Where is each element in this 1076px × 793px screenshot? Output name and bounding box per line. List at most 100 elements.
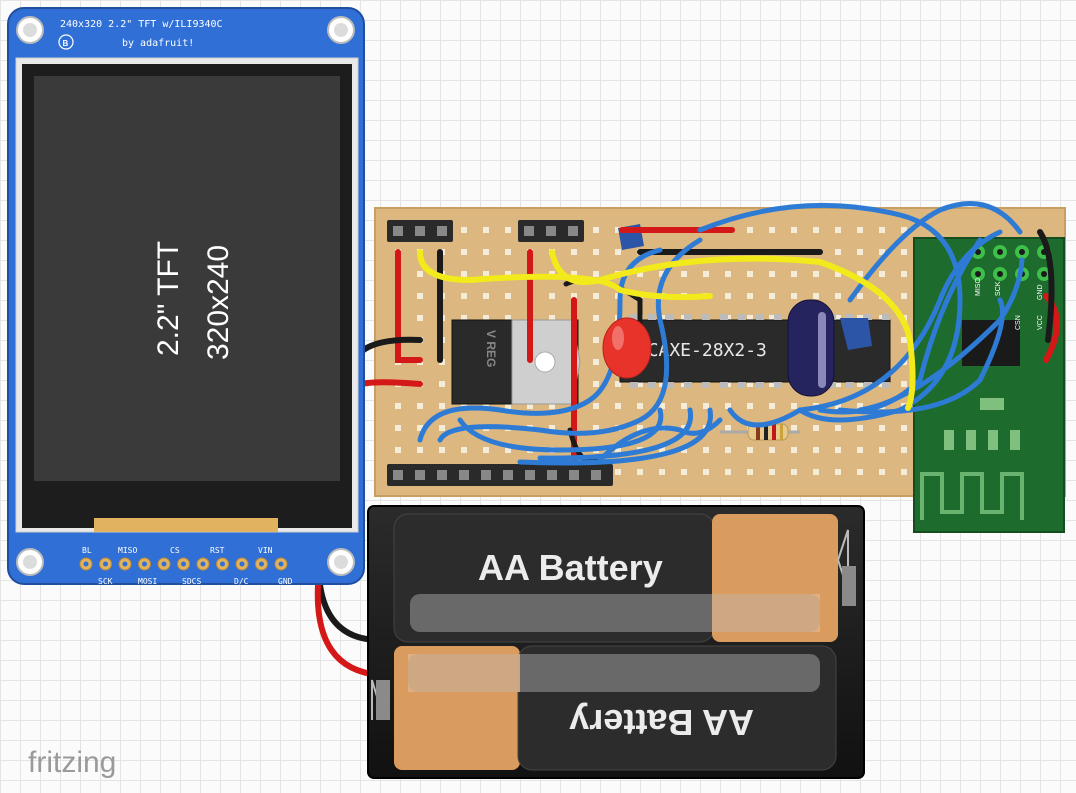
stripboard-hole bbox=[615, 381, 621, 387]
header-pin bbox=[525, 470, 535, 480]
stripboard-hole bbox=[593, 271, 599, 277]
stripboard-hole bbox=[835, 425, 841, 431]
stripboard-hole bbox=[417, 447, 423, 453]
stripboard-hole bbox=[461, 271, 467, 277]
header-pin bbox=[481, 470, 491, 480]
chip-pin bbox=[774, 314, 782, 320]
stripboard-hole bbox=[593, 359, 599, 365]
stripboard-hole bbox=[549, 403, 555, 409]
wires bbox=[314, 201, 1060, 678]
stripboard-hole bbox=[769, 447, 775, 453]
stripboard-hole bbox=[417, 271, 423, 277]
chip-pin bbox=[666, 382, 674, 388]
stripboard-hole bbox=[505, 227, 511, 233]
radio-pin-label-sck: SCK bbox=[995, 281, 1002, 296]
nrf24-radio-module: MISO SCK CSN VCC GND bbox=[913, 237, 1065, 533]
tft-screen bbox=[34, 76, 340, 481]
stripboard-hole bbox=[879, 227, 885, 233]
stripboard-hole bbox=[901, 337, 907, 343]
header-pin bbox=[415, 470, 425, 480]
chip-pin bbox=[756, 382, 764, 388]
chip-pin bbox=[684, 382, 692, 388]
stripboard-hole bbox=[395, 425, 401, 431]
stripboard-hole bbox=[703, 447, 709, 453]
stripboard-hole bbox=[725, 271, 731, 277]
chip-pin bbox=[630, 382, 638, 388]
chip-pin bbox=[702, 314, 710, 320]
header-pin bbox=[503, 470, 513, 480]
stripboard-hole bbox=[791, 447, 797, 453]
tft-display-board: 240x320 2.2" TFT w/ILI9340C by adafruit!… bbox=[7, 7, 365, 586]
radio-pin-label-csn: CSN bbox=[1015, 315, 1022, 330]
wire-red-1 bbox=[395, 249, 423, 363]
stripboard-hole bbox=[615, 403, 621, 409]
battery-holder: AA Battery AA Battery bbox=[367, 505, 865, 779]
voltage-regulator: V REG bbox=[451, 319, 581, 405]
stripboard-hole bbox=[835, 249, 841, 255]
stripboard-hole bbox=[857, 447, 863, 453]
red-led bbox=[602, 317, 652, 379]
stripboard-hole bbox=[637, 425, 643, 431]
tft-flex-cable bbox=[94, 518, 278, 532]
stripboard-hole bbox=[461, 227, 467, 233]
chip-pin bbox=[828, 382, 836, 388]
chip-pin bbox=[684, 314, 692, 320]
stripboard-hole bbox=[549, 425, 555, 431]
stripboard-hole bbox=[901, 271, 907, 277]
stripboard-hole bbox=[461, 447, 467, 453]
stripboard-hole bbox=[835, 293, 841, 299]
stripboard-hole bbox=[395, 403, 401, 409]
stripboard-hole bbox=[747, 447, 753, 453]
chip-pin bbox=[882, 314, 890, 320]
stripboard-hole bbox=[769, 227, 775, 233]
stripboard-hole bbox=[879, 271, 885, 277]
stripboard-hole bbox=[417, 403, 423, 409]
stripboard-hole bbox=[593, 293, 599, 299]
resistor bbox=[720, 423, 800, 441]
stripboard-hole bbox=[835, 271, 841, 277]
stripboard-hole bbox=[901, 381, 907, 387]
regulator-label: V REG bbox=[484, 330, 498, 367]
stripboard-hole bbox=[835, 403, 841, 409]
stripboard-hole bbox=[439, 381, 445, 387]
fritzing-watermark: fritzing bbox=[28, 746, 116, 779]
stripboard-hole bbox=[747, 293, 753, 299]
tft-header-subtitle: by adafruit! bbox=[122, 38, 194, 49]
stripboard-hole bbox=[571, 271, 577, 277]
stripboard-hole bbox=[483, 447, 489, 453]
stripboard-hole bbox=[593, 425, 599, 431]
stripboard-hole bbox=[483, 227, 489, 233]
stripboard-hole bbox=[857, 425, 863, 431]
battery-cell-top: AA Battery bbox=[393, 513, 838, 643]
tft-pin-label-miso: MISO bbox=[118, 546, 137, 555]
stripboard-hole bbox=[901, 447, 907, 453]
stripboard-hole bbox=[593, 381, 599, 387]
radio-pin-label-miso: MISO bbox=[975, 278, 982, 296]
stripboard-hole bbox=[549, 293, 555, 299]
stripboard-hole bbox=[483, 271, 489, 277]
stripboard-hole bbox=[725, 447, 731, 453]
battery-bottom-label: AA Battery bbox=[569, 702, 754, 743]
stripboard-hole bbox=[879, 447, 885, 453]
stripboard-hole bbox=[901, 227, 907, 233]
stripboard-hole bbox=[637, 271, 643, 277]
stripboard-hole bbox=[747, 381, 753, 387]
stripboard-hole bbox=[857, 249, 863, 255]
stripboard-hole bbox=[439, 403, 445, 409]
stripboard-hole bbox=[681, 403, 687, 409]
stripboard-hole bbox=[593, 337, 599, 343]
stripboard-hole bbox=[879, 425, 885, 431]
stripboard-hole bbox=[769, 271, 775, 277]
stripboard-hole bbox=[747, 403, 753, 409]
tft-screen-resolution-label: 320x240 bbox=[202, 245, 235, 360]
stripboard-hole bbox=[835, 227, 841, 233]
chip-pin bbox=[846, 382, 854, 388]
stripboard-hole bbox=[769, 315, 775, 321]
chip-pin bbox=[648, 314, 656, 320]
stripboard-hole bbox=[857, 469, 863, 475]
battery-wire-red bbox=[314, 582, 383, 678]
tft-pin-label-bl: BL bbox=[82, 546, 92, 555]
stripboard-hole bbox=[681, 271, 687, 277]
stripboard-hole bbox=[483, 293, 489, 299]
stripboard-hole bbox=[593, 315, 599, 321]
